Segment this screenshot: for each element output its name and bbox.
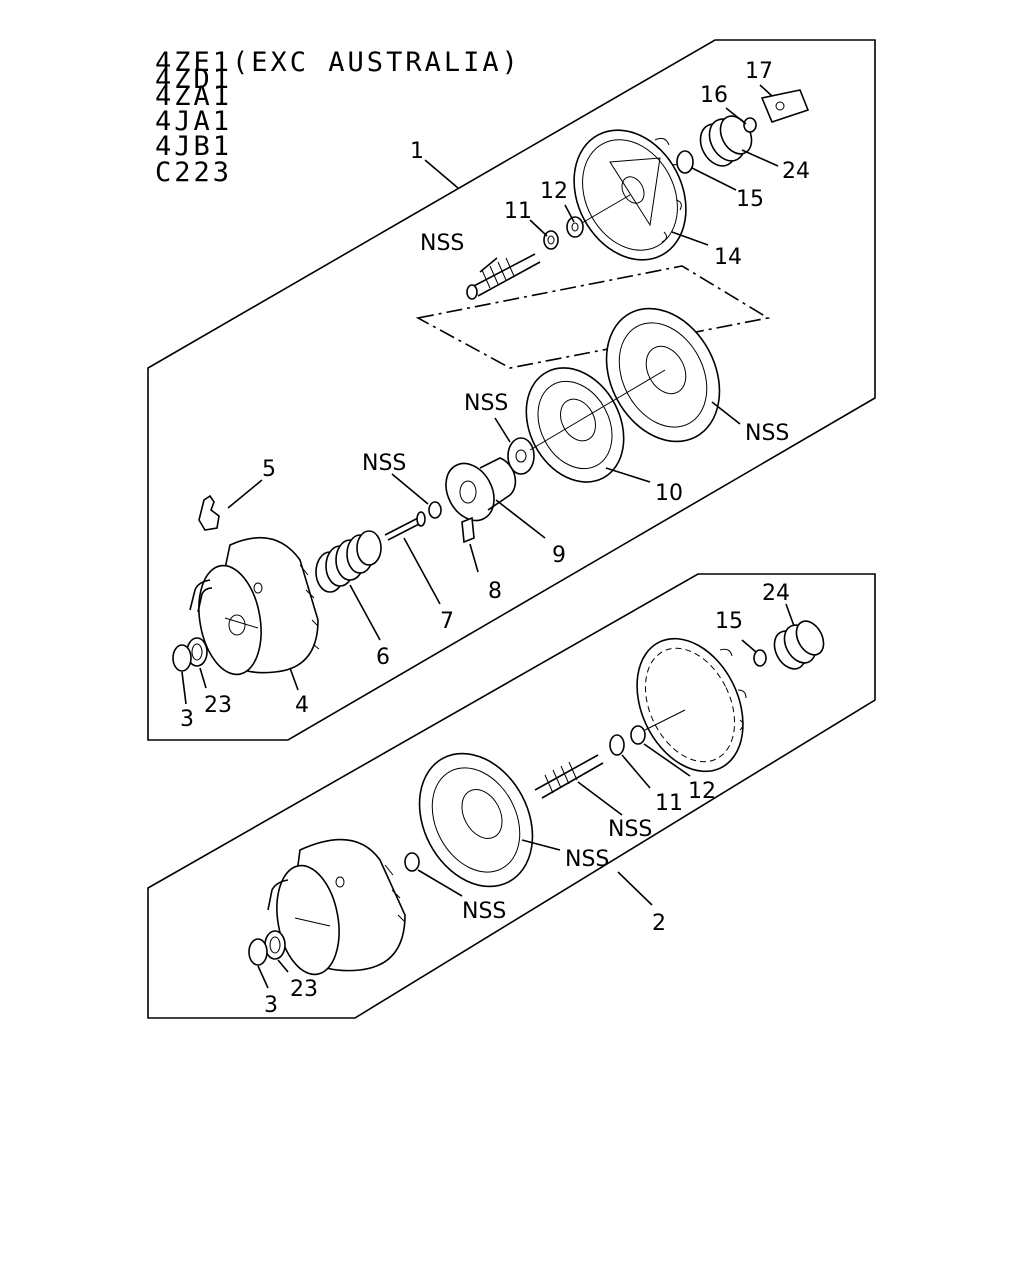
front-shell-part [172, 494, 320, 676]
lower-rear-shell-part [609, 637, 747, 773]
callout-11: 11 [504, 199, 532, 224]
callout-7: 7 [440, 609, 454, 634]
model-line: 4ZA1 [155, 81, 232, 112]
callout-2: 2 [652, 911, 666, 936]
callout-10: 10 [655, 481, 683, 506]
clevis-assembly-part [676, 89, 810, 174]
return-spring-part [315, 530, 382, 593]
model-line: 4ZE1(EXC AUSTRALIA) [155, 47, 521, 78]
callout-1: 1 [410, 139, 424, 164]
callout-14: 14 [714, 245, 742, 270]
model-line: 4JB1 [155, 131, 232, 162]
model-line: C223 [155, 157, 232, 188]
callout-6: 6 [376, 645, 390, 670]
valve-body-part [384, 457, 517, 544]
callout-15-lower: 15 [715, 609, 743, 634]
callout-nss-seal: NSS [362, 451, 406, 476]
push-rod-part [466, 194, 631, 300]
callout-24-lower: 24 [762, 581, 790, 606]
lower-diaphragm-part [404, 752, 534, 888]
callout-nss-rod-lower: NSS [608, 817, 652, 842]
lower-push-rod-part [534, 754, 604, 799]
callout-17: 17 [745, 59, 773, 84]
callout-nss-washer: NSS [464, 391, 508, 416]
callout-11-lower: 11 [655, 791, 683, 816]
callout-3-lower: 3 [264, 993, 278, 1018]
callout-12-lower: 12 [688, 779, 716, 804]
model-list: 4ZE1(EXC AUSTRALIA) 4ZD1 4ZA1 4JA1 4JB1 [155, 47, 521, 162]
callout-8: 8 [488, 579, 502, 604]
model-line: 4ZD1 [155, 64, 232, 95]
lower-front-shell-part [248, 838, 406, 976]
callout-nss-diaphragm: NSS [745, 421, 789, 446]
lower-clevis-part [753, 620, 825, 670]
diaphragm-part [507, 307, 721, 483]
leader-lines [181, 84, 795, 989]
callout-labels: 1 NSS 11 12 14 15 24 16 17 NSS NSS 10 9 … [180, 59, 810, 1018]
callout-4: 4 [295, 693, 309, 718]
callout-nss-rod: NSS [420, 231, 464, 256]
callout-nss-seal-lower: NSS [462, 899, 506, 924]
subassembly-bracket [415, 265, 771, 369]
callout-16: 16 [700, 83, 728, 108]
model-line: 4JA1 [155, 106, 232, 137]
callout-nss-diaphragm-lower: NSS [565, 847, 609, 872]
callout-3: 3 [180, 707, 194, 732]
callout-15: 15 [736, 187, 764, 212]
upper-assembly-frame [147, 39, 876, 741]
callout-5: 5 [262, 457, 276, 482]
callout-23: 23 [204, 693, 232, 718]
callout-23-lower: 23 [290, 977, 318, 1002]
callout-24: 24 [782, 159, 810, 184]
callout-9: 9 [552, 543, 566, 568]
callout-12: 12 [540, 179, 568, 204]
lower-assembly-frame [147, 573, 876, 1019]
